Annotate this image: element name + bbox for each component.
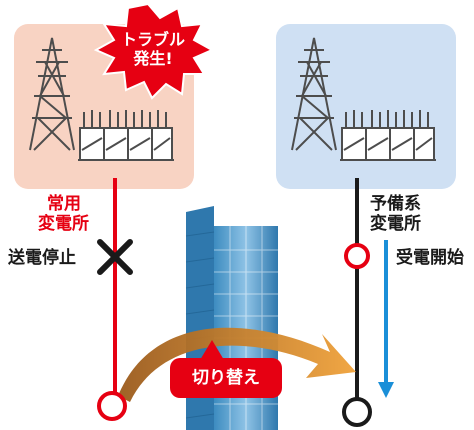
switch-label-bubble [170,340,282,398]
switch-arrow [118,327,356,402]
primary-terminal-ring [97,391,127,421]
switch-label: 切り替え [192,368,260,388]
trouble-label-line1: トラブル [120,30,185,49]
receive-ring [344,243,370,269]
trouble-burst [93,2,215,100]
primary-substation-label: 常用 変電所 [38,194,89,234]
transmission-tower-icon [29,37,75,151]
primary-substation-line2: 変電所 [38,214,89,234]
down-arrow-icon [378,240,394,398]
trouble-label-line2: 発生! [133,49,173,68]
transformer-icon [340,110,436,161]
transformer-icon [78,110,174,161]
backup-substation-line2: 変電所 [370,214,421,234]
backup-substation-panel [276,24,456,189]
cross-icon [97,239,133,275]
backup-substation-label: 予備系 変電所 [370,194,421,234]
backup-substation-line1: 予備系 [370,194,421,214]
transmission-stop-label: 送電停止 [8,248,76,268]
power-receive-start-label: 受電開始 [396,248,464,268]
primary-substation-line1: 常用 [47,194,81,214]
trouble-label: トラブル 発生! [108,30,198,68]
backup-terminal-ring [342,397,372,427]
transmission-tower-icon [291,37,337,151]
